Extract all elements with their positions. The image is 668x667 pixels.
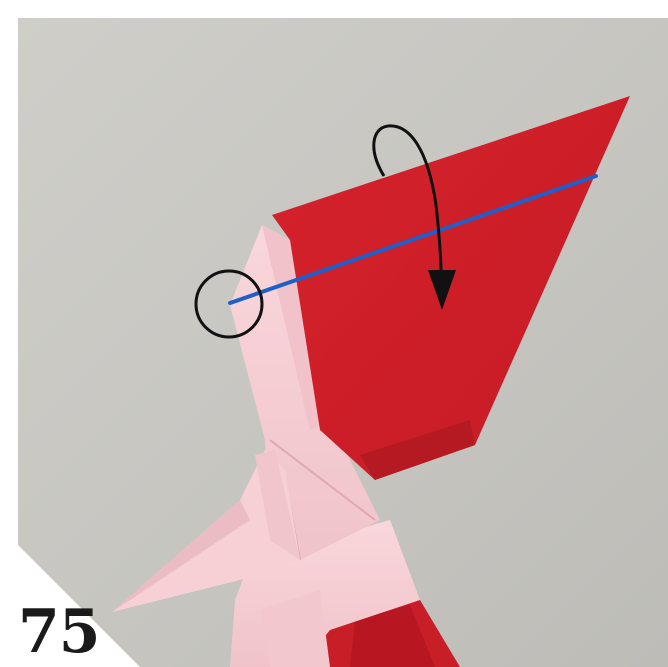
step-number: 75 (18, 602, 100, 662)
